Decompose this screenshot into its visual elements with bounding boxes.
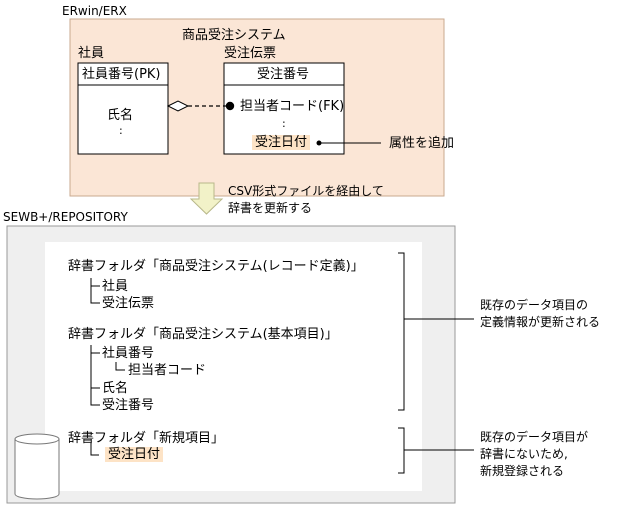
note-updated-line2: 定義情報が更新される [480, 315, 601, 329]
employee-entity [77, 62, 169, 155]
folder-record-title: 辞書フォルダ「商品受注システム(レコード定義)」 [68, 259, 364, 274]
order-fk: 担当者コード(FK) [240, 99, 345, 114]
folder-basic-item: 担当者コード [128, 363, 207, 378]
note-new-line1: 既存のデータ項目が [480, 430, 589, 444]
model-title: 商品受注システム [182, 28, 286, 43]
add-attr-note: 属性を追加 [389, 136, 455, 151]
repository-label: SEWB+/REPOSITORY [3, 210, 128, 224]
employee-pk: 社員番号(PK) [82, 67, 161, 82]
folder-basic-title: 辞書フォルダ「商品受注システム(基本項目)」 [68, 327, 338, 342]
down-arrow-icon [189, 182, 224, 215]
order-added-attr: 受注日付 [252, 135, 311, 150]
folder-basic-item: 受注番号 [102, 398, 155, 413]
folder-basic-item: 社員番号 [102, 346, 155, 361]
note-updated-line1: 既存のデータ項目の [480, 298, 589, 312]
relationship-connector [166, 100, 235, 112]
order-entity-name: 受注伝票 [224, 46, 277, 61]
folder-record-item: 社員 [102, 279, 129, 294]
employee-attr-name: 氏名 [107, 108, 134, 123]
folder-new-item: 受注日付 [105, 447, 164, 462]
transfer-note-line1: CSV形式ファイルを経由して [228, 184, 384, 198]
folder-basic-item: 氏名 [102, 381, 129, 396]
folder-new-title: 辞書フォルダ「新規項目」 [68, 431, 225, 446]
order-ellipsis: : [282, 117, 286, 130]
note-new-line2: 辞書にないため, [480, 447, 568, 461]
erwin-tool-label: ERwin/ERX [62, 4, 127, 18]
database-cylinder-icon [14, 433, 60, 500]
tree-lines [90, 278, 125, 456]
note-new-line3: 新規登録される [480, 464, 565, 478]
add-attr-pointer [316, 140, 381, 146]
order-pk: 受注番号 [257, 67, 310, 82]
transfer-note-line2: 辞書を更新する [228, 201, 313, 215]
folder-record-item: 受注伝票 [102, 296, 155, 311]
employee-entity-name: 社員 [78, 46, 105, 61]
employee-ellipsis: : [119, 124, 123, 137]
